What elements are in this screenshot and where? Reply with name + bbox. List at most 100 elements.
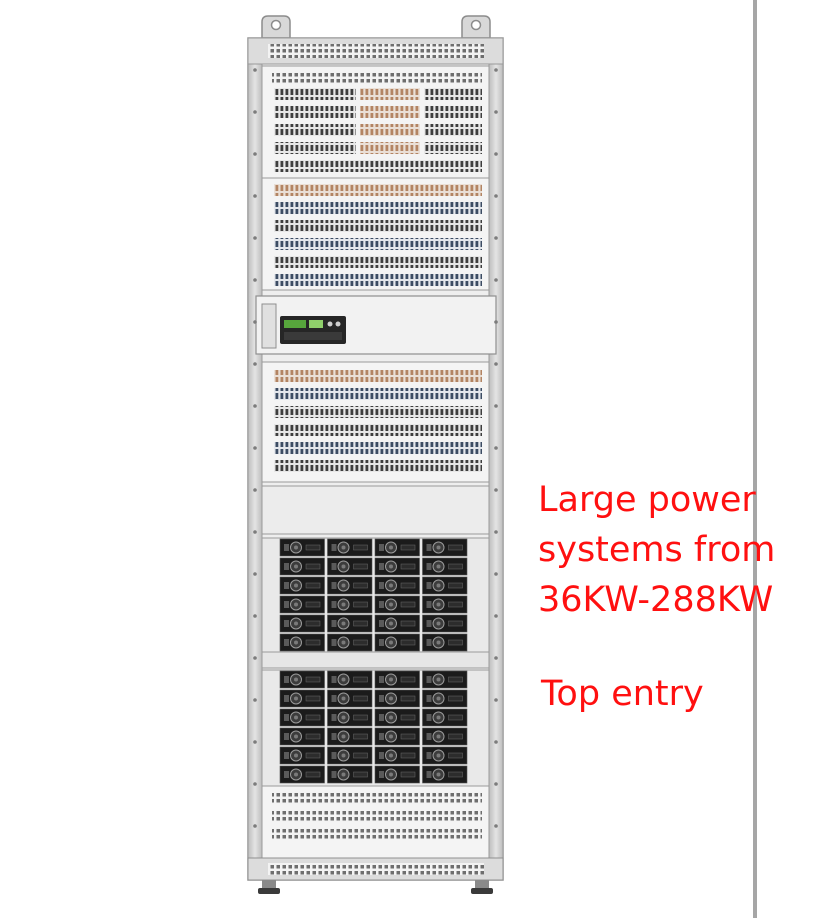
rectifier-module	[422, 614, 468, 633]
rectifier-module	[279, 595, 325, 614]
rectifier-module	[422, 746, 468, 765]
rivet	[253, 320, 257, 324]
rivet	[253, 152, 257, 156]
rectifier-module	[374, 538, 420, 557]
rivet	[253, 824, 257, 828]
rectifier-subracks	[261, 537, 490, 787]
rivet	[494, 194, 498, 198]
rectifier-module	[327, 633, 373, 652]
rectifier-module	[327, 538, 373, 557]
rectifier-module	[327, 614, 373, 633]
foot-right-icon	[471, 880, 493, 894]
rectifier-module	[279, 727, 325, 746]
rectifier-module	[327, 576, 373, 595]
rivet	[494, 320, 498, 324]
rivet	[253, 740, 257, 744]
base-grille	[268, 863, 484, 875]
rivet	[494, 152, 498, 156]
rectifier-module	[327, 708, 373, 727]
upper-distribution-module	[261, 177, 490, 291]
rivet	[494, 698, 498, 702]
rectifier-module	[374, 670, 420, 689]
rivet	[253, 362, 257, 366]
rectifier-module	[422, 633, 468, 652]
blank-plate	[261, 485, 490, 535]
rivet	[494, 68, 498, 72]
bottom-vent-strip-3	[272, 828, 482, 840]
caption-line-2: systems from	[538, 530, 776, 570]
upper-distribution-rows	[274, 184, 482, 286]
rectifier-module	[327, 689, 373, 708]
rack-divider-shelf	[261, 651, 490, 669]
foot-left-icon	[258, 880, 280, 894]
caption-line-3: 36KW-288KW	[538, 580, 774, 620]
rivet	[253, 446, 257, 450]
rivet	[253, 110, 257, 114]
rectifier-module	[279, 576, 325, 595]
rectifier-module	[422, 576, 468, 595]
lifting-eye-right-icon	[461, 15, 491, 39]
rivet	[494, 782, 498, 786]
controller-display-icon	[280, 316, 346, 344]
rectifier-module	[374, 614, 420, 633]
rivet	[494, 446, 498, 450]
rectifier-module	[327, 595, 373, 614]
rivet	[253, 698, 257, 702]
caption-line-1: Large power	[538, 480, 756, 520]
rectifier-module	[279, 689, 325, 708]
upper-vent-strip	[272, 72, 482, 84]
rivet	[494, 404, 498, 408]
rectifier-module	[422, 727, 468, 746]
rectifier-module	[422, 557, 468, 576]
rivet	[253, 614, 257, 618]
rivet	[253, 488, 257, 492]
rivet	[253, 236, 257, 240]
rectifier-module	[279, 765, 325, 784]
rectifier-module	[422, 538, 468, 557]
rivet	[253, 530, 257, 534]
right-divider-line	[753, 0, 757, 918]
rectifier-module	[279, 633, 325, 652]
rectifier-module	[279, 557, 325, 576]
rivet	[494, 110, 498, 114]
rivet	[494, 236, 498, 240]
rectifier-module	[422, 765, 468, 784]
bottom-vent-strip-2	[272, 810, 482, 822]
frame-rivets	[253, 68, 498, 828]
rectifier-module	[327, 557, 373, 576]
rivet	[253, 782, 257, 786]
rivet	[494, 572, 498, 576]
upper-vent-module	[261, 65, 490, 179]
rivet	[494, 656, 498, 660]
rectifier-module	[374, 633, 420, 652]
rivet	[494, 824, 498, 828]
rectifier-module	[374, 708, 420, 727]
rectifier-module	[327, 765, 373, 784]
rectifier-module	[374, 689, 420, 708]
rectifier-module	[327, 746, 373, 765]
rivet	[253, 194, 257, 198]
rectifier-module	[374, 576, 420, 595]
rectifier-module	[374, 727, 420, 746]
rivet	[253, 68, 257, 72]
rectifier-module	[422, 708, 468, 727]
rectifier-module	[279, 746, 325, 765]
rectifier-module	[279, 670, 325, 689]
rectifier-module	[327, 727, 373, 746]
rectifier-module	[279, 708, 325, 727]
rectifier-module	[374, 746, 420, 765]
rivet	[494, 740, 498, 744]
rectifier-module	[422, 689, 468, 708]
bottom-vent-strip-1	[272, 792, 482, 804]
rectifier-module	[374, 557, 420, 576]
rivet	[494, 488, 498, 492]
upper-vent-rows	[274, 88, 482, 172]
rivet	[494, 530, 498, 534]
caption-top-entry: Top entry	[541, 674, 704, 714]
rivet	[253, 656, 257, 660]
rectifier-module	[279, 614, 325, 633]
controller-bezel	[261, 303, 277, 349]
top-grille	[268, 44, 484, 58]
rivet	[494, 614, 498, 618]
